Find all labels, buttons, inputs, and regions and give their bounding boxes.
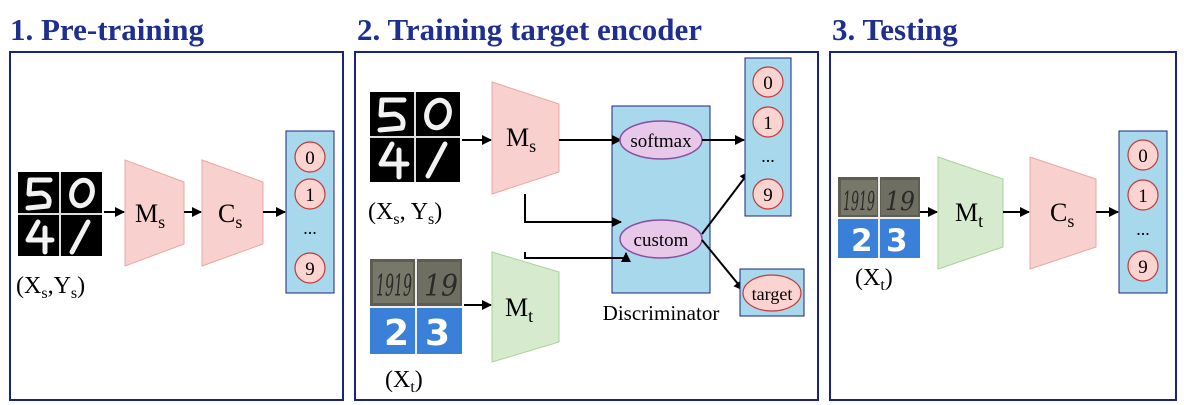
digit-0-p2 [424, 97, 452, 131]
output-label-9-p2: 9 [763, 185, 773, 206]
output-circle-0-p3 [1127, 139, 1159, 171]
output-ellipsis-p3: ... [1136, 219, 1150, 239]
output-circle-1-p2 [752, 106, 784, 138]
custom-label: custom [634, 230, 689, 251]
output-label-1-p3: 1 [1138, 186, 1148, 207]
source-encoder-block-p2 [491, 81, 560, 195]
digit-5-p2 [377, 97, 407, 133]
svhn-image-p2: 1919 19 2 3 [370, 259, 462, 354]
svg-text:3: 3 [425, 313, 450, 354]
source-encoder-label-p2: Ms [506, 123, 536, 156]
source-classifier-label-p3: Cs [1050, 198, 1074, 231]
target-label: target [752, 284, 793, 304]
discriminator-label: Discriminator [603, 301, 720, 325]
section-title-training: 2. Training target encoder [357, 12, 702, 47]
output-label-0-p1: 0 [305, 148, 315, 169]
svg-text:2: 2 [851, 223, 873, 259]
source-classifier-label-p1: Cs [218, 199, 242, 232]
output-circle-9-p3 [1127, 250, 1159, 282]
output-circle-9-p1 [294, 252, 326, 284]
source-classifier-block-p1 [201, 159, 264, 267]
target-encoder-block-p2 [491, 251, 560, 363]
svg-text:19: 19 [885, 187, 915, 217]
output-circle-0-p1 [294, 141, 326, 173]
target-encoder-block-p3 [937, 156, 1004, 270]
source-classifier-block-p3 [1029, 156, 1097, 270]
svg-text:1919: 1919 [376, 269, 412, 304]
output-circle-1-p1 [294, 178, 326, 210]
caption-target-p2: (Xt) [385, 367, 423, 396]
source-encoder-block-p1 [124, 159, 185, 267]
digit-1-p1 [69, 219, 91, 255]
caption-target-p3: (Xt) [855, 265, 893, 294]
digit-0-p1 [69, 177, 95, 209]
output-ellipsis-p1: ... [303, 218, 317, 238]
section-title-testing: 3. Testing [832, 12, 958, 47]
output-label-9-p3: 9 [1138, 257, 1148, 278]
caption-source-p1: (Xs,Ys) [16, 273, 85, 302]
digit-4-p1 [25, 219, 55, 255]
output-label-9-p1: 9 [305, 259, 315, 280]
output-circle-0-p2 [752, 66, 784, 98]
digit-1-p2 [425, 141, 448, 179]
source-encoder-label-p1: Ms [135, 199, 165, 232]
mnist-image-p1 [18, 172, 102, 256]
output-label-1-p1: 1 [305, 185, 315, 206]
section-title-pretraining: 1. Pre-training [10, 12, 205, 47]
output-circle-9-p2 [752, 178, 784, 210]
target-node [742, 274, 802, 312]
target-encoder-label-p2: Mt [505, 293, 533, 326]
svg-text:3: 3 [886, 223, 908, 259]
output-circle-1-p3 [1127, 179, 1159, 211]
mnist-image-p2 [370, 92, 460, 182]
svg-text:19: 19 [424, 269, 458, 304]
svg-text:2: 2 [384, 313, 409, 354]
custom-node [619, 219, 703, 259]
softmax-label: softmax [630, 131, 692, 152]
svg-text:1919: 1919 [843, 187, 875, 217]
output-label-0-p2: 0 [763, 73, 773, 94]
digit-5-p1 [25, 177, 53, 211]
output-ellipsis-p2: ... [761, 146, 775, 166]
svhn-image-p3: 1919 19 2 3 [838, 177, 920, 259]
output-label-1-p2: 1 [763, 113, 773, 134]
digit-4-p2 [378, 141, 410, 180]
output-label-0-p3: 0 [1138, 146, 1148, 167]
target-encoder-label-p3: Mt [955, 198, 983, 231]
